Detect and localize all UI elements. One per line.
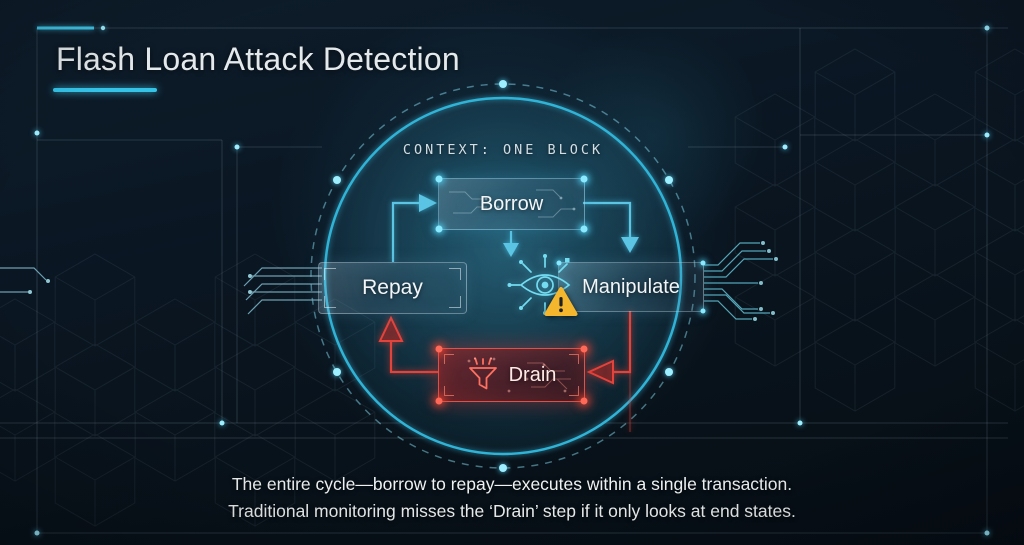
node-repay-label: Repay (362, 276, 423, 299)
corner-dot (435, 345, 443, 353)
hex-pattern-right (734, 48, 1024, 412)
circuit-traces-right (704, 241, 778, 321)
corner-bracket (324, 296, 336, 308)
corner-bracket (324, 268, 336, 280)
warning-icon (544, 287, 578, 316)
corner-dot (580, 345, 588, 353)
corner-bracket (444, 354, 454, 364)
corner-dot (700, 308, 706, 314)
corner-bracket (569, 386, 579, 396)
node-manipulate-label: Manipulate (582, 275, 680, 298)
corner-bracket (449, 268, 461, 280)
corner-bracket (444, 386, 454, 396)
corner-dot (435, 225, 443, 233)
corner-dot (435, 175, 443, 183)
corner-bracket (569, 354, 579, 364)
node-repay: Repay (318, 262, 467, 314)
corner-dot (435, 397, 443, 405)
corner-dot (580, 397, 588, 405)
context-label: CONTEXT: ONE BLOCK (402, 142, 604, 158)
node-drain: Drain (435, 345, 588, 405)
title-underline-accent (53, 88, 157, 92)
caption: The entire cycle—borrow to repay—execute… (0, 471, 1024, 525)
node-borrow-label: Borrow (479, 192, 544, 215)
caption-line-1: The entire cycle—borrow to repay—execute… (231, 474, 793, 494)
caption-line-2: Traditional monitoring misses the ‘Drain… (228, 501, 796, 521)
corner-dot (580, 175, 588, 183)
corner-bracket (449, 296, 461, 308)
corner-dot (580, 225, 588, 233)
node-borrow: Borrow (435, 175, 588, 233)
page-title: Flash Loan Attack Detection (56, 41, 460, 77)
funnel-icon (468, 357, 497, 390)
corner-dot (700, 260, 706, 266)
node-drain-label: Drain (508, 363, 557, 386)
node-manipulate: Manipulate (556, 260, 706, 314)
